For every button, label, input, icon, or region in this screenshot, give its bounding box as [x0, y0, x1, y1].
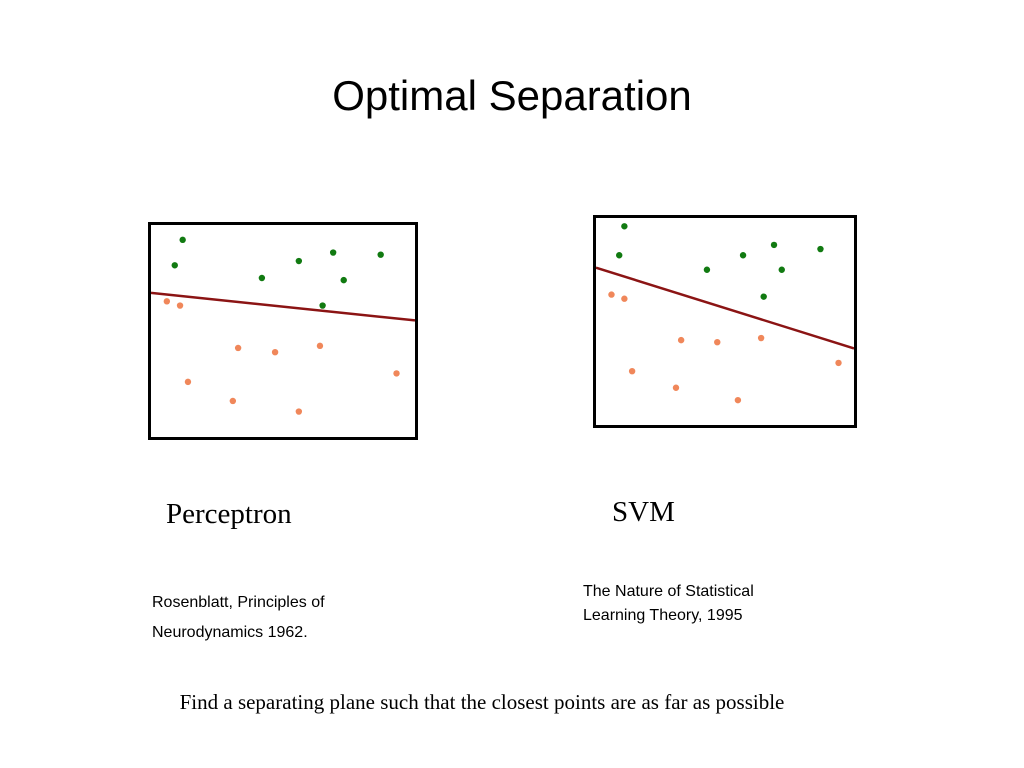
svm-class-a-point-2 — [616, 252, 623, 259]
svm-class-b-point-3 — [677, 336, 685, 344]
perceptron-class-a-point-5 — [329, 249, 337, 256]
svm-reference-line-2: Learning Theory, 1995 — [583, 607, 743, 624]
svm-class-b-point-2 — [621, 295, 628, 302]
perceptron-class-a-point-8 — [319, 302, 326, 309]
perceptron-class-b-point-3 — [234, 344, 242, 352]
perceptron-class-a-point-6 — [340, 276, 347, 284]
svm-class-b-point-1 — [608, 291, 615, 298]
svm-class-a-point-6 — [778, 266, 785, 273]
perceptron-class-b-point-8 — [295, 408, 303, 415]
svm-label: SVM — [612, 496, 675, 528]
svm-class-a-point-1 — [621, 223, 628, 230]
perceptron-class-b-point-1 — [163, 298, 171, 305]
slide-caption: Find a separating plane such that the cl… — [179, 690, 785, 714]
svm-class-b-point-4 — [714, 339, 721, 346]
svm-class-a-point-7 — [817, 245, 824, 253]
perceptron-separator-line — [151, 291, 415, 322]
svm-class-b-point-8 — [734, 396, 742, 404]
svm-separator-line — [596, 266, 854, 350]
svm-reference-line-1: The Nature of Statistical — [583, 583, 754, 600]
perceptron-class-b-point-9 — [393, 370, 400, 377]
perceptron-reference-line-1: Rosenblatt, Principles of — [152, 594, 325, 611]
svm-class-a-point-3 — [703, 266, 711, 273]
perceptron-class-a-point-7 — [377, 251, 384, 258]
perceptron-class-a-point-3 — [258, 274, 266, 282]
perceptron-class-b-point-4 — [271, 349, 279, 356]
perceptron-label: Perceptron — [166, 498, 292, 530]
svm-class-b-point-5 — [757, 334, 765, 342]
perceptron-reference-line-2: Neurodynamics 1962. — [152, 624, 308, 641]
perceptron-class-b-point-6 — [184, 378, 192, 386]
perceptron-class-b-point-5 — [316, 342, 324, 350]
svm-reference: The Nature of Statistical Learning Theor… — [583, 580, 754, 628]
svm-class-a-point-8 — [760, 293, 767, 300]
slide-title: Optimal Separation — [332, 72, 692, 119]
svm-plot-svg — [596, 223, 854, 404]
svm-class-b-point-7 — [672, 384, 680, 391]
perceptron-class-b-point-7 — [229, 397, 237, 405]
perceptron-class-a-point-4 — [295, 257, 303, 265]
perceptron-class-a-point-2 — [171, 262, 178, 269]
svm-class-a-point-5 — [770, 241, 778, 249]
perceptron-class-a-point-1 — [179, 236, 186, 244]
svm-class-b-point-6 — [628, 367, 636, 375]
svm-class-b-point-9 — [835, 359, 842, 367]
perceptron-class-b-point-2 — [176, 302, 184, 309]
perceptron-plot-svg — [151, 236, 415, 415]
perceptron-plot — [148, 222, 418, 440]
perceptron-reference: Rosenblatt, Principles of Neurodynamics … — [152, 588, 325, 648]
svm-plot — [593, 215, 857, 428]
svm-class-a-point-4 — [739, 252, 747, 259]
